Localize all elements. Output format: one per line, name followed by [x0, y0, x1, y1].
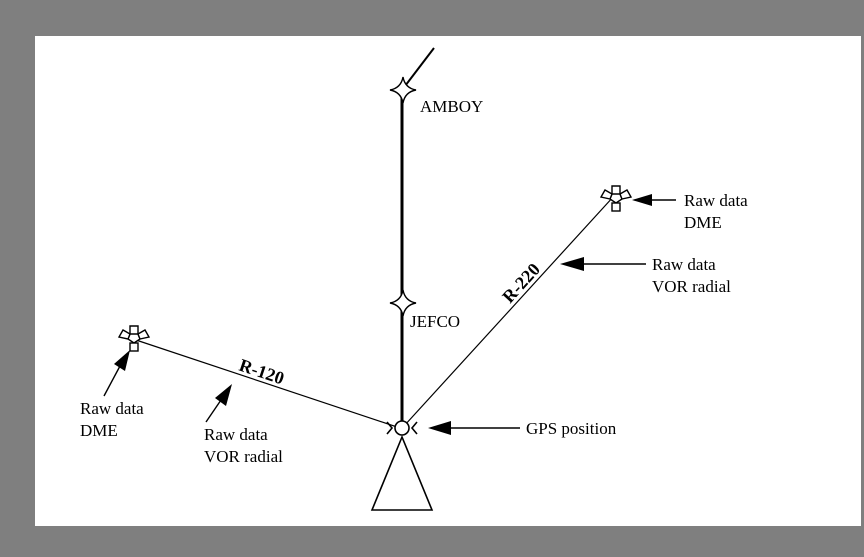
waypoint-amboy-label: AMBOY: [420, 97, 483, 116]
right-vor-label: Raw data VOR radial: [652, 255, 731, 296]
radial-line-right: [403, 195, 615, 427]
arrow-gps-icon: [428, 421, 520, 435]
arrow-left-vor-icon: [205, 384, 232, 423]
left-vor-label: Raw data VOR radial: [204, 425, 283, 466]
diagram-panel: [35, 36, 861, 526]
waypoint-jefco-label: JEFCO: [410, 312, 460, 331]
arrow-left-dme-icon: [103, 350, 130, 397]
arrow-right-dme-icon: [632, 194, 676, 206]
aircraft-symbol-icon: [370, 420, 434, 511]
course-extension-line: [401, 47, 435, 91]
radial-line-left: [135, 339, 401, 429]
arrow-right-vor-icon: [560, 257, 646, 271]
gps-position-label: GPS position: [526, 419, 617, 438]
left-dme-label: Raw data DME: [80, 399, 148, 440]
right-dme-label: Raw data DME: [684, 191, 752, 232]
